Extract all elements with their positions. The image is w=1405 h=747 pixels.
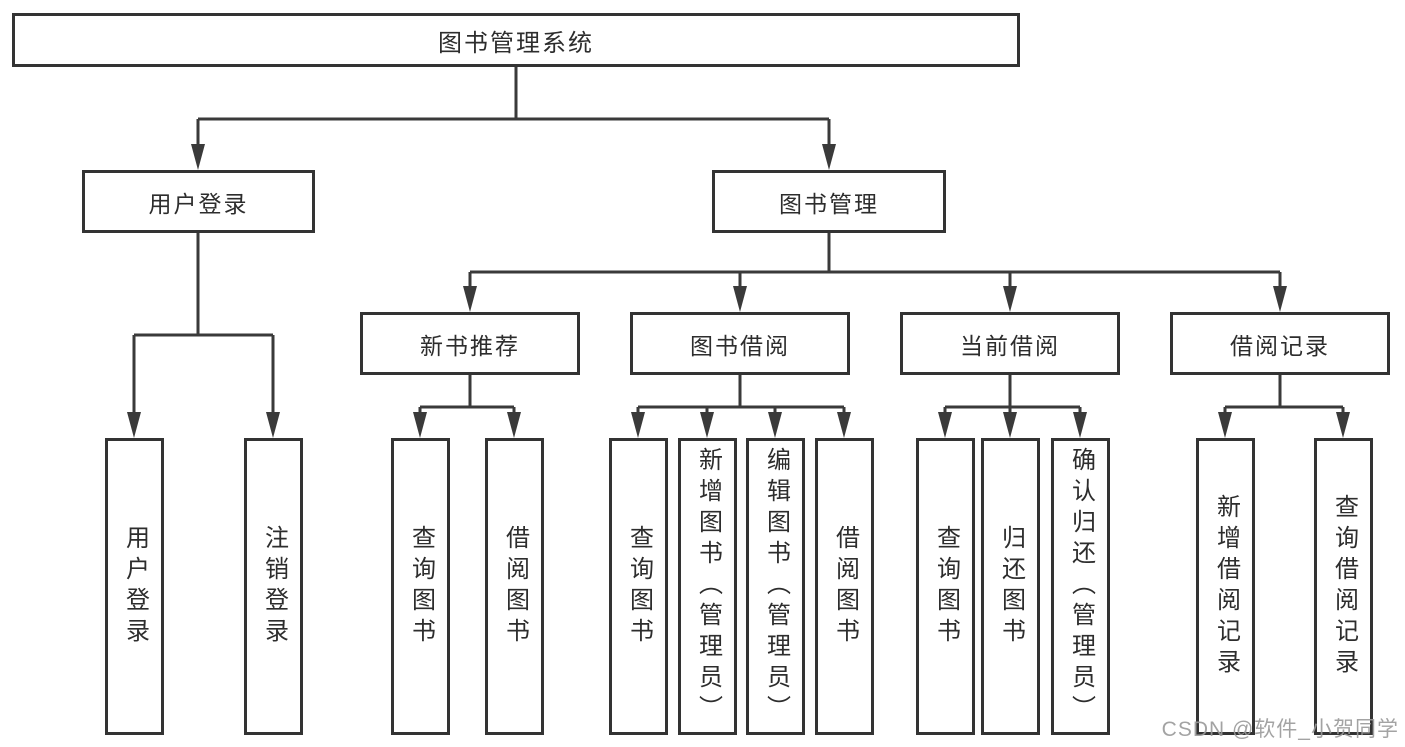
leaf-current-query-books: 查询图书 xyxy=(916,438,975,735)
leaf-label: 归还图书 xyxy=(997,524,1025,649)
arrow-heads xyxy=(127,144,1350,438)
leaf-query-borrow-record: 查询借阅记录 xyxy=(1314,438,1373,735)
tree-edges xyxy=(132,67,1345,416)
leaf-edit-books-admin: 编辑图书（管理员） xyxy=(746,438,805,735)
leaf-borrow-query-books: 查询图书 xyxy=(609,438,668,735)
leaf-label: 编辑图书（管理员） xyxy=(762,447,790,726)
node-current-borrowing: 当前借阅 xyxy=(900,312,1120,375)
node-book-management: 图书管理 xyxy=(712,170,946,233)
leaf-label: 注销登录 xyxy=(260,524,288,649)
leaf-label: 借阅图书 xyxy=(831,524,859,649)
leaf-newbook-borrow-books: 借阅图书 xyxy=(485,438,544,735)
leaf-label: 新增借阅记录 xyxy=(1212,493,1240,680)
node-user-login: 用户登录 xyxy=(82,170,315,233)
leaf-label: 查询借阅记录 xyxy=(1330,493,1358,680)
leaf-return-books: 归还图书 xyxy=(981,438,1040,735)
leaf-label: 用户登录 xyxy=(121,524,149,649)
leaf-borrow-books: 借阅图书 xyxy=(815,438,874,735)
leaf-newbook-query-books: 查询图书 xyxy=(391,438,450,735)
csdn-watermark: CSDN @软件_小贺同学 xyxy=(1161,718,1399,741)
node-book-borrowing: 图书借阅 xyxy=(630,312,850,375)
leaf-label: 查询图书 xyxy=(625,524,653,649)
leaf-add-books-admin: 新增图书（管理员） xyxy=(678,438,737,735)
leaf-add-borrow-record: 新增借阅记录 xyxy=(1196,438,1255,735)
node-borrowing-records: 借阅记录 xyxy=(1170,312,1390,375)
node-library-management-system: 图书管理系统 xyxy=(12,13,1020,67)
leaf-label: 借阅图书 xyxy=(501,524,529,649)
leaf-label: 查询图书 xyxy=(932,524,960,649)
leaf-label: 新增图书（管理员） xyxy=(694,447,722,726)
leaf-label: 确认归还（管理员） xyxy=(1067,447,1095,726)
leaf-confirm-return-admin: 确认归还（管理员） xyxy=(1051,438,1110,735)
node-new-book-recommend: 新书推荐 xyxy=(360,312,580,375)
leaf-label: 查询图书 xyxy=(407,524,435,649)
leaf-user-login: 用户登录 xyxy=(105,438,164,735)
leaf-logout: 注销登录 xyxy=(244,438,303,735)
